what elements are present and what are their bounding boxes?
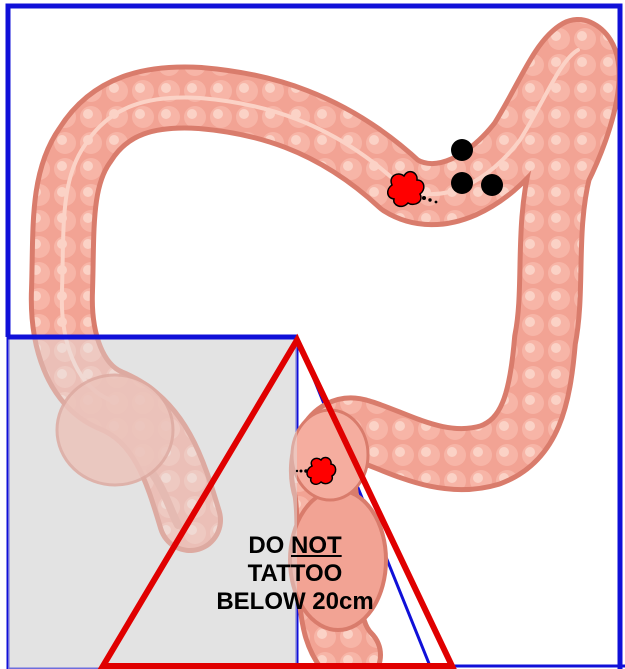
warning-not: NOT bbox=[291, 532, 342, 559]
tattoo-dot bbox=[481, 174, 503, 196]
sigmoid-bulge bbox=[292, 410, 368, 500]
warning-line-2: TATTOO bbox=[160, 560, 430, 588]
warning-do: DO bbox=[248, 532, 284, 559]
tattoo-dot bbox=[451, 172, 473, 194]
warning-line-3: BELOW 20cm bbox=[160, 588, 430, 616]
lower-zone-overlay bbox=[8, 337, 297, 669]
tattoo-dot bbox=[451, 139, 473, 161]
warning-text: DO NOT TATTOO BELOW 20cm bbox=[160, 532, 430, 616]
lesion-blob bbox=[307, 457, 336, 484]
warning-line-1: DO NOT bbox=[160, 532, 430, 560]
